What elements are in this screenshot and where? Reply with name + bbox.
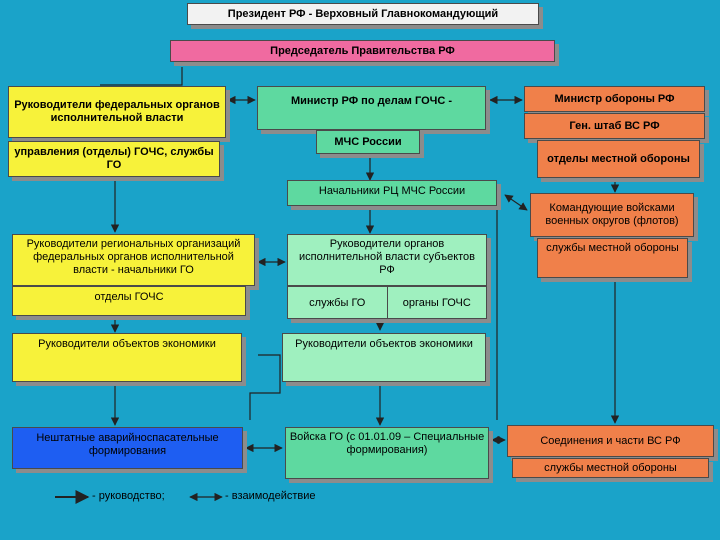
district-commanders-box: Командующие войсками военных округов (фл… — [530, 193, 694, 237]
gochs-bodies-cell: органы ГОЧС — [402, 296, 471, 309]
subject-services-row: службы ГО органы ГОЧС — [287, 286, 487, 319]
econ-right-box: Руководители объектов экономики — [282, 333, 486, 382]
local-defense-depts-box: отделы местной обороны — [537, 140, 700, 178]
mchs-box: МЧС России — [316, 130, 420, 154]
legend-leadership: - руководство; — [92, 490, 165, 502]
econ-left-box: Руководители объектов экономики — [12, 333, 242, 382]
fed-depts-box: управления (отделы) ГОЧС, службы ГО — [8, 141, 220, 177]
rc-heads-box: Начальники РЦ МЧС России — [287, 180, 497, 206]
legend-interaction: - взаимодействие — [225, 490, 316, 502]
go-services-cell: службы ГО — [288, 287, 388, 318]
president-box: Президент РФ - Верховный Главнокомандующ… — [187, 3, 539, 25]
chairman-box: Председатель Правительства РФ — [170, 40, 555, 62]
fed-heads-box: Руководители федеральных органов исполни… — [8, 86, 226, 138]
subject-heads-box: Руководители органов исполнительной влас… — [287, 234, 487, 286]
rescue-units-box: Нештатные аварийноспасательные формирова… — [12, 427, 243, 469]
go-troops-box: Войска ГО (с 01.01.09 – Специальные форм… — [285, 427, 489, 479]
armed-forces-units-box: Соединения и части ВС РФ — [507, 425, 714, 457]
minister-defense-box: Министр обороны РФ — [524, 86, 705, 112]
regional-heads-box: Руководители региональных организаций фе… — [12, 234, 255, 286]
gochs-depts-box: отделы ГОЧС — [12, 286, 246, 316]
local-defense-services-box: службы местной обороны — [537, 238, 688, 278]
local-defense-services-bottom-box: службы местной обороны — [512, 458, 709, 478]
minister-mchs-box: Министр РФ по делам ГОЧС - — [257, 86, 486, 130]
general-staff-box: Ген. штаб ВС РФ — [524, 113, 705, 139]
